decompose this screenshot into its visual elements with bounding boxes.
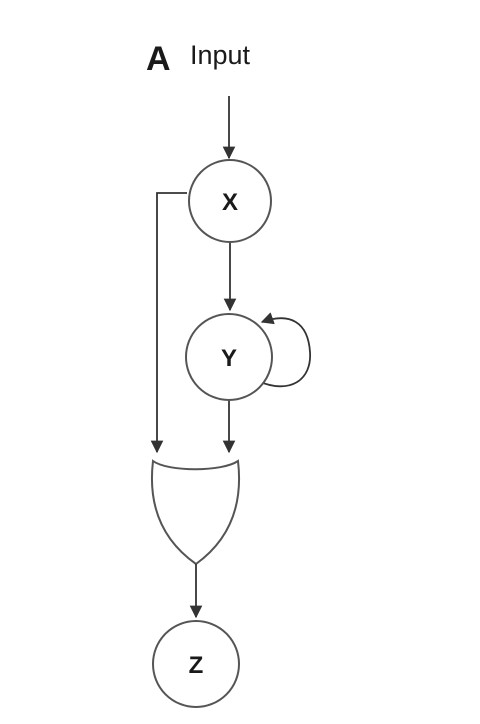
node-x-label: X (222, 189, 238, 216)
edge-x-to-gate (150, 192, 187, 454)
node-x: X (188, 159, 272, 243)
edge-y-self-loop (257, 312, 311, 388)
or-gate-icon (150, 459, 241, 566)
panel-letter: A (146, 40, 171, 78)
node-z-label: Z (189, 652, 204, 679)
input-label: Input (190, 40, 251, 70)
node-z: Z (152, 620, 240, 708)
node-y: Y (185, 313, 273, 401)
node-y-label: Y (221, 345, 237, 372)
